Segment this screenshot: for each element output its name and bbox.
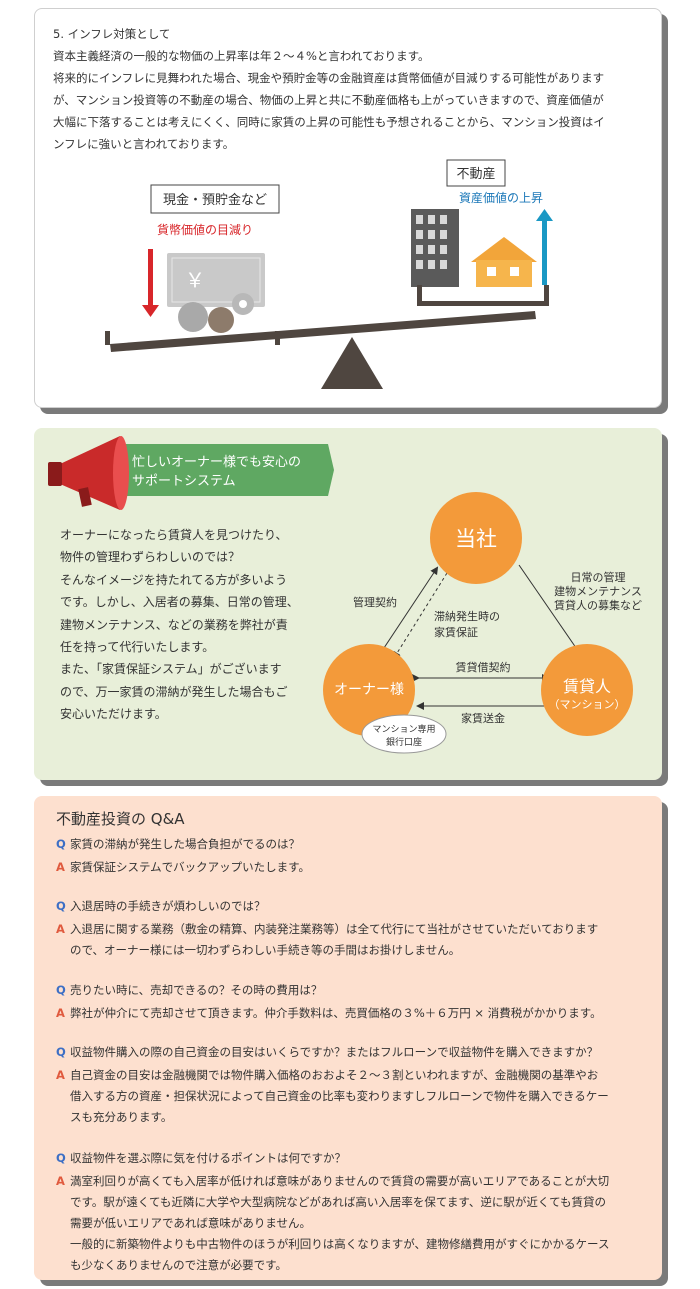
faq-item: Q 入退居時の手続きが煩わしいのでは？ A 入退居に関する業務（敷金の精算、内装発注… xyxy=(56,896,646,961)
support-line: また、「家賃保証システム」がございます xyxy=(60,662,282,677)
yen-symbol: ￥ xyxy=(185,268,205,292)
balance-scale-icon xyxy=(105,285,549,389)
question-mark: Q xyxy=(56,837,66,851)
question-mark: Q xyxy=(56,983,66,997)
inflation-line: ンフレに強いと言われております。 xyxy=(53,137,235,151)
faq-title: 不動産投資の Q&A xyxy=(56,810,185,828)
services-line2: 建物メンテナンス xyxy=(554,584,642,598)
tenant-label: 賃貸人 xyxy=(563,677,611,696)
banner-line1: 忙しいオーナー様でも安心の xyxy=(132,455,301,470)
guarantee-line2: 家賃保証 xyxy=(434,625,478,639)
faq-answer-line: ので、オーナー様には一切わずらわしい手続き等の手間はお掛けしません。 xyxy=(70,943,461,957)
faq-item: Q 収益物件を選ぶ際に気を付けるポイントは何ですか？ A 満室利回りが高くても入居率… xyxy=(56,1148,646,1276)
support-line: ので、万一家賃の滞納が発生した場合もご xyxy=(60,684,288,699)
faq-answer-line: 自己資金の目安は金融機関では物件購入価格のおおよそ２〜３割といわれますが、金融機… xyxy=(70,1068,599,1082)
inflation-text: 5. インフレ対策として 資本主義経済の一般的な物価の上昇率は年２〜４%と言われ… xyxy=(53,23,649,155)
coins-icon xyxy=(178,293,254,333)
bank-account-bubble xyxy=(361,714,447,754)
faq-question: 収益物件購入の際の自己資金の目安はいくらですか？またはフルローンで収益物件を購入… xyxy=(70,1045,599,1059)
relationship-diagram: 当社 オーナー様 賃貸人 （マンション） マンション専用 銀行口座 管理契約 滞… xyxy=(323,492,642,754)
faq-question: 入退居時の手続きが煩わしいのでは？ xyxy=(70,899,266,913)
bank-line1: マンション専用 xyxy=(372,723,435,735)
tenant-circle xyxy=(541,644,633,736)
faq-answer-line: 一般的に新築物件よりも中古物件のほうが利回りは高くなりますが、建物修繕費用がすぐ… xyxy=(70,1237,610,1251)
faq-answer-line: 家賃保証システムでバックアップいたします。 xyxy=(70,860,311,874)
support-line: 安心いただけます。 xyxy=(60,707,167,722)
faq-question: 売りたい時に、売却できるの？その時の費用は？ xyxy=(70,983,323,997)
owner-circle xyxy=(323,644,415,736)
guarantee-arrow xyxy=(392,572,448,660)
faq-answer-line: 借入する方の資産・担保状況によって自己資金の比率も変わりますしフルローンで物件を… xyxy=(70,1089,609,1103)
realestate-note: 資産価値の上昇 xyxy=(459,190,543,205)
faq-answer-line: 入退居に関する業務（敷金の精算、内装発注業務等）は全て代行にて当社がさせていただ… xyxy=(70,922,599,936)
up-arrow-icon xyxy=(536,209,553,285)
support-line: オーナーになったら賃貸人を見つけたり、 xyxy=(60,528,288,542)
question-mark: Q xyxy=(56,899,66,913)
cash-label: 現金・預貯金など xyxy=(163,192,267,208)
faq-question: 家賃の滞納が発生した場合負担がでるのは？ xyxy=(70,837,300,851)
inflation-line: 将来的にインフレに見舞われた場合、現金や預貯金等の金融資産は貨幣価値が目減りする… xyxy=(53,71,605,85)
realestate-label-box xyxy=(446,159,506,187)
company-circle xyxy=(430,492,522,584)
faq-item: Q 収益物件購入の際の自己資金の目安はいくらですか？またはフルローンで収益物件を購… xyxy=(56,1042,646,1128)
owner-label: オーナー様 xyxy=(334,682,404,698)
faq-answer-line: 需要が低いエリアであれば意味がありません。 xyxy=(70,1216,312,1230)
inflation-line: 大幅に下落することは考えにくく、同時に家賃の上昇の可能性も予想されることから、マ… xyxy=(53,115,605,129)
faq-section: 不動産投資の Q&A Q 家賃の滞納が発生した場合負担がでるのは？ A 家賃保証シス… xyxy=(34,796,662,1280)
support-line: 任を持って代行いたします。 xyxy=(60,640,215,655)
mgmt-contract-label: 管理契約 xyxy=(353,595,397,609)
answer-mark: A xyxy=(56,922,65,936)
answer-mark: A xyxy=(56,1068,65,1082)
cash-note: 貨幣価値の目減り xyxy=(157,222,253,237)
cash-label-box xyxy=(150,184,280,214)
answer-mark: A xyxy=(56,1174,65,1188)
faq-answer-line: スも充分あります。 xyxy=(70,1110,173,1124)
megaphone-icon xyxy=(48,436,129,510)
support-line: 建物メンテナンス、などの業務を弊社が責 xyxy=(60,617,288,632)
banner-line2: サポートシステム xyxy=(132,474,236,489)
company-label: 当社 xyxy=(455,527,497,551)
inflation-heading: 5. インフレ対策として xyxy=(53,27,171,41)
inflation-section: 5. インフレ対策として 資本主義経済の一般的な物価の上昇率は年２〜４%と言われ… xyxy=(34,8,662,408)
support-line: 物件の管理わずらわしいのでは？ xyxy=(60,550,241,565)
lease-contract-label: 賃貸借契約 xyxy=(456,660,511,674)
question-mark: Q xyxy=(56,1151,66,1165)
bank-line2: 銀行口座 xyxy=(386,736,422,748)
down-arrow-icon xyxy=(142,249,159,317)
faq-answer-line: 満室利回りが高くても入居率が低ければ意味がありませんので賃貸の需要が高いエリアで… xyxy=(70,1174,610,1188)
answer-mark: A xyxy=(56,1006,65,1020)
building-icon xyxy=(411,209,459,287)
faq-item: Q 家賃の滞納が発生した場合負担がでるのは？ A 家賃保証システムでバックアップいた… xyxy=(56,834,646,878)
support-line: です。しかし、入居者の募集、日常の管理、 xyxy=(60,595,299,610)
answer-mark: A xyxy=(56,860,65,874)
faq-question: 収益物件を選ぶ際に気を付けるポイントは何ですか？ xyxy=(70,1151,346,1165)
support-banner: 忙しいオーナー様でも安心の サポートシステム xyxy=(48,436,334,510)
question-mark: Q xyxy=(56,1045,66,1059)
guarantee-line1: 滞納発生時の xyxy=(434,609,500,623)
realestate-label: 不動産 xyxy=(456,166,495,182)
balance-illustration: 現金・預貯金など 貨幣価値の目減り ￥ 不動産 資産価値の上昇 xyxy=(105,159,553,389)
faq-item: Q 売りたい時に、売却できるの？その時の費用は？ A 弊社が仲介にて売却させて頂きま… xyxy=(56,980,646,1024)
faq-answer-line: です。駅が遠くても近隣に大学や大型病院などがあれば高い入居率を保てます、逆に駅が… xyxy=(70,1195,607,1209)
faq-answer-line: も少なくありませんので注意が必要です。 xyxy=(70,1258,288,1272)
inflation-line: 資本主義経済の一般的な物価の上昇率は年２〜４%と言われております。 xyxy=(53,49,430,63)
support-section: 忙しいオーナー様でも安心の サポートシステム オーナーになったら賃貸人を見つけた… xyxy=(34,428,662,780)
inflation-line: が、マンション投資等の不動産の場合、物価の上昇と共に不動産価格も上がっていきます… xyxy=(53,93,604,107)
rent-remit-label: 家賃送金 xyxy=(461,711,505,725)
services-arrow xyxy=(518,564,585,660)
tenant-sub-label: （マンション） xyxy=(549,698,626,711)
services-line1: 日常の管理 xyxy=(571,570,626,584)
support-body: オーナーになったら賃貸人を見つけたり、 物件の管理わずらわしいのでは？ そんなイ… xyxy=(60,524,320,726)
house-icon xyxy=(471,237,537,287)
support-line: そんなイメージを持たれてる方が多いよう xyxy=(60,572,288,587)
mgmt-contract-arrow xyxy=(369,566,439,668)
faq-answer-line: 弊社が仲介にて売却させて頂きます。仲介手数料は、売買価格の３%＋６万円 × 消費… xyxy=(70,1006,602,1020)
services-line3: 賃貸人の募集など xyxy=(554,598,642,612)
